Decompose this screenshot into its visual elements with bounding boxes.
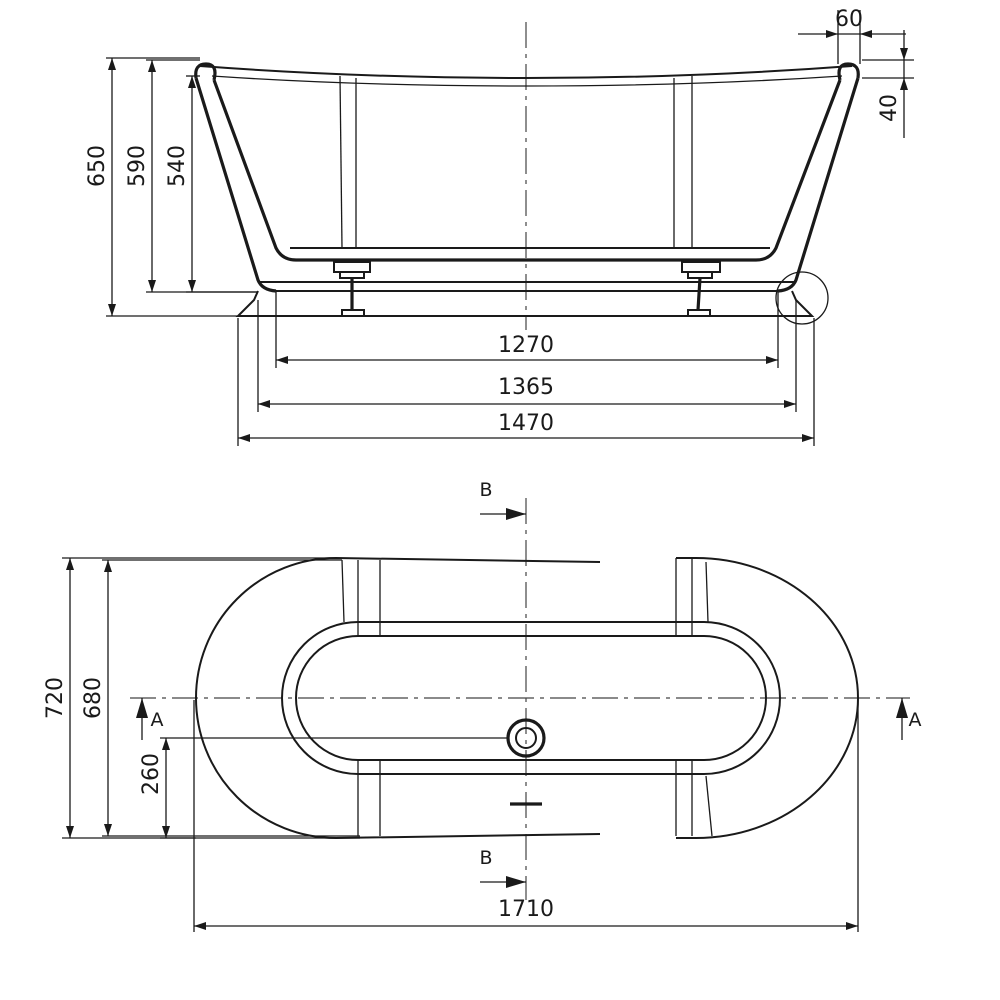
tub-left-wall-inner: [212, 79, 297, 262]
side-view: 650 590 540 60 40 1: [85, 7, 914, 446]
dim-inner-length: 1270: [498, 333, 554, 358]
dim-total-base-length: 1470: [498, 411, 554, 436]
left-panel-edge-a: [339, 75, 343, 249]
tub-inner-basin: [295, 635, 767, 761]
dim-drain-offset: 260: [139, 753, 164, 795]
section-a-left-arrow: [136, 698, 148, 718]
dim-base-length: 1365: [498, 375, 554, 400]
section-a-right-arrow: [896, 698, 908, 718]
section-a-left-label: A: [151, 709, 164, 731]
detail-circle: [775, 271, 829, 325]
tub-rim-inner: [211, 75, 843, 87]
tub-outer-outline: [195, 557, 859, 840]
right-foot: [681, 261, 721, 317]
left-foot: [333, 261, 371, 317]
dim-rim-height: 590: [125, 145, 150, 187]
dim-rim-drop: 40: [877, 94, 902, 122]
tub-inner-rim: [281, 621, 781, 775]
dim-inner-depth: 540: [165, 145, 190, 187]
top-view: B B A A 720 680 260: [43, 479, 922, 932]
tub-plinth: [235, 290, 815, 317]
section-b-top-label: B: [479, 479, 492, 501]
right-rim-roll: [837, 62, 860, 81]
section-b-bottom-arrow: [506, 876, 526, 888]
dim-inner-width: 680: [81, 677, 106, 719]
section-a-right-label: A: [909, 709, 922, 731]
tub-left-wall-outer: [194, 77, 277, 293]
dim-total-width: 720: [43, 677, 68, 719]
tub-right-wall-inner: [755, 79, 842, 262]
left-rim-roll: [194, 62, 217, 81]
tub-right-wall-outer: [777, 77, 860, 293]
dim-overall-height: 650: [85, 145, 110, 187]
section-b-bottom-label: B: [479, 847, 492, 869]
section-b-top-arrow: [506, 508, 526, 520]
dim-rim-width: 60: [835, 7, 863, 32]
tub-rim-top: [199, 65, 853, 80]
dim-total-length: 1710: [498, 897, 554, 922]
